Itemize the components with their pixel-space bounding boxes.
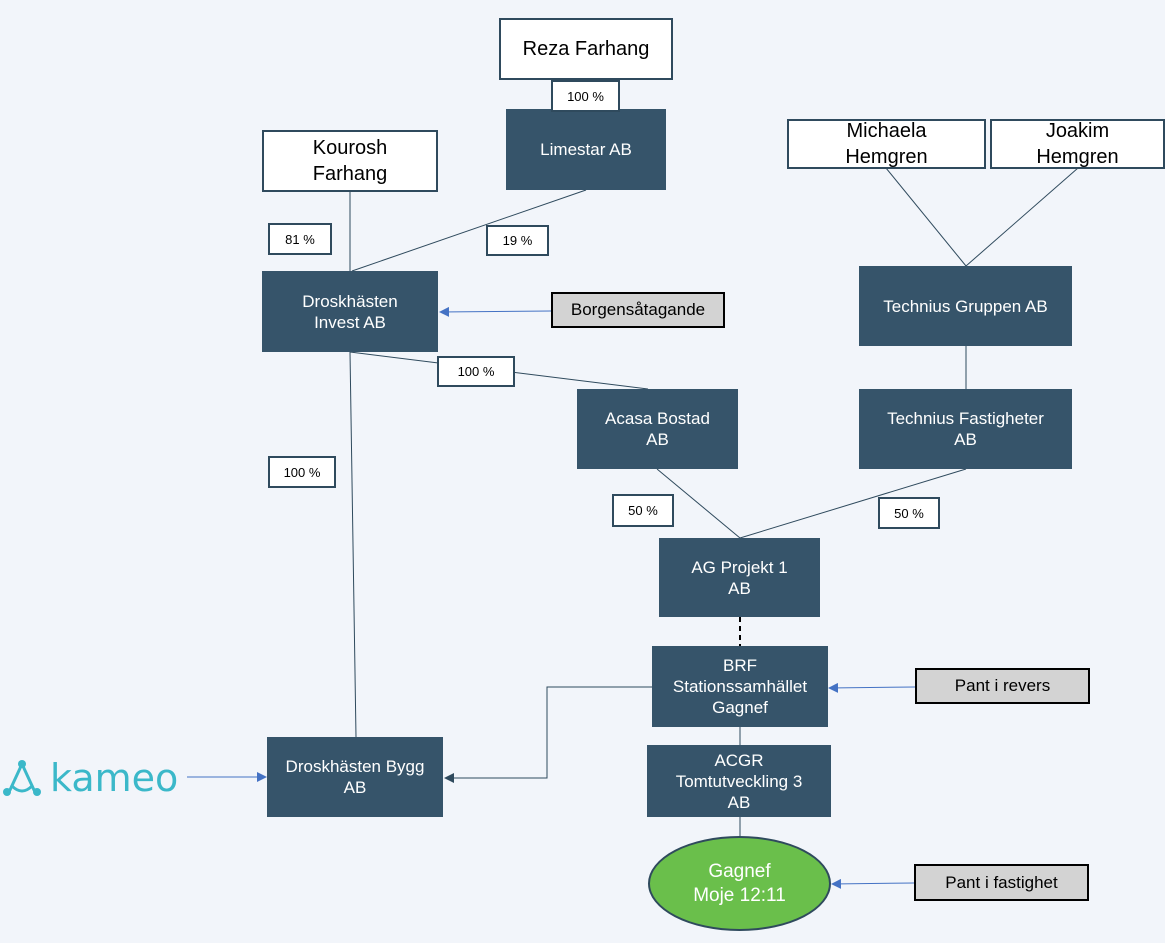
line-joakim-technius	[965, 167, 1079, 267]
pct-kourosh-invest: 81 %	[268, 223, 332, 255]
arrow-borgen-invest	[439, 306, 552, 317]
pct-invest-acasa: 100 %	[437, 356, 515, 387]
entity-acgr-tomtutveckling: ACGR Tomtutveckling 3 AB	[647, 745, 831, 817]
kameo-logo: kameo	[0, 750, 180, 806]
line-acasa-ag	[656, 468, 741, 539]
property-gagnef-moje: Gagnef Moje 12:11	[648, 836, 831, 931]
line-michaela-technius	[885, 167, 967, 267]
note-pant-i-fastighet: Pant i fastighet	[914, 864, 1089, 901]
pct-reza-limestar: 100 %	[551, 80, 620, 112]
entity-droskhasten-bygg: Droskhästen Bygg AB	[267, 737, 443, 817]
arrow-fastighet-gagnef	[831, 878, 915, 889]
entity-technius-fastigheter: Technius Fastigheter AB	[859, 389, 1072, 469]
line-fastigheter-ag	[739, 468, 967, 539]
line-invest-bygg	[349, 351, 357, 738]
note-borgensatagande: Borgensåtagande	[551, 292, 725, 328]
arrow-brf-bygg	[444, 686, 652, 783]
owner-michaela-hemgren: Michaela Hemgren	[787, 119, 986, 169]
owner-kourosh-farhang: Kourosh Farhang	[262, 130, 438, 192]
pct-acasa-ag: 50 %	[612, 494, 674, 527]
arrow-revers-brf	[828, 682, 916, 693]
note-pant-i-revers: Pant i revers	[915, 668, 1090, 704]
pct-limestar-invest: 19 %	[486, 225, 549, 256]
owner-reza-farhang: Reza Farhang	[499, 18, 673, 80]
entity-droskhasten-invest: Droskhästen Invest AB	[262, 271, 438, 352]
pct-technius-ag: 50 %	[878, 497, 940, 529]
entity-technius-gruppen: Technius Gruppen AB	[859, 266, 1072, 346]
owner-joakim-hemgren: Joakim Hemgren	[990, 119, 1165, 169]
kameo-logo-text: kameo	[50, 756, 179, 800]
line-limestar-invest	[351, 189, 587, 272]
entity-acasa-bostad: Acasa Bostad AB	[577, 389, 738, 469]
entity-ag-projekt: AG Projekt 1 AB	[659, 538, 820, 617]
entity-brf-stationssamhallet: BRF Stationssamhället Gagnef	[652, 646, 828, 727]
entity-limestar: Limestar AB	[506, 109, 666, 190]
pct-invest-bygg: 100 %	[268, 456, 336, 488]
kameo-logo-icon	[3, 760, 41, 796]
